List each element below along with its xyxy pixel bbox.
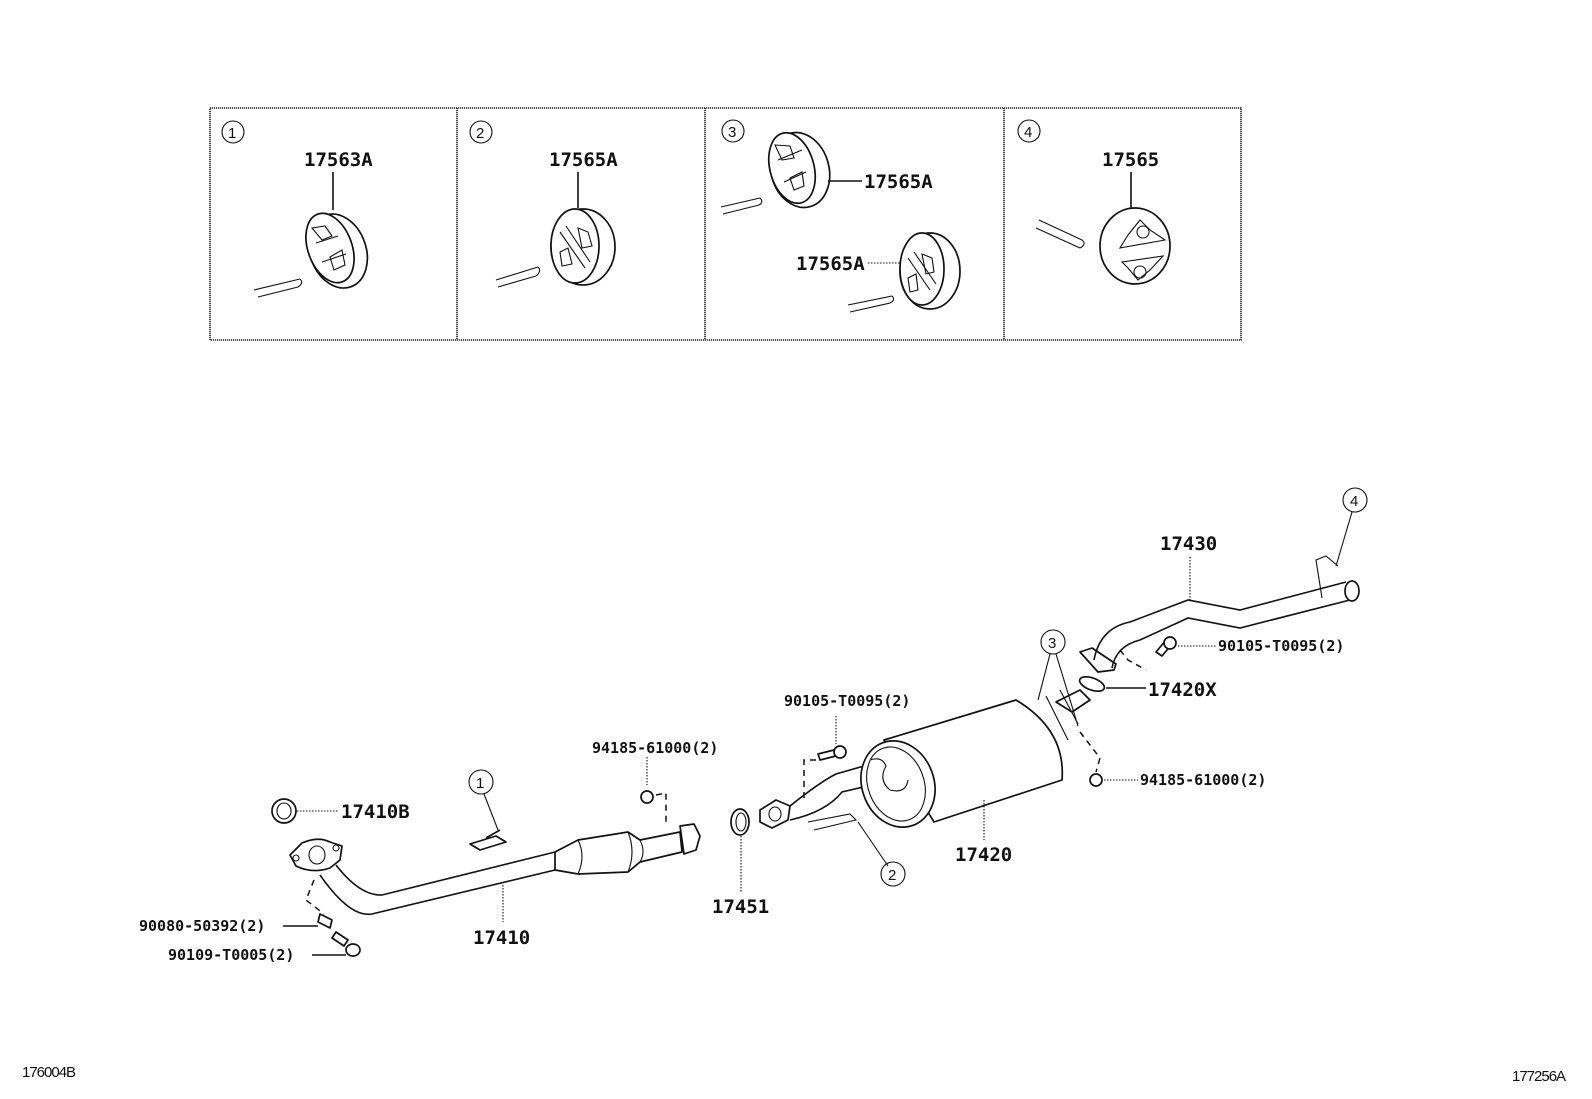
assembly-guide <box>305 879 325 915</box>
callout-number: 2 <box>476 125 484 142</box>
label-front-bolt[interactable]: 90109-T0005(2) <box>168 946 294 964</box>
diagram-code-right: 177256A <box>1512 1068 1566 1085</box>
assembly-guide <box>1079 731 1101 773</box>
leader-line <box>857 821 889 867</box>
stud-bolt-icon <box>317 913 333 929</box>
callout-number: 2 <box>888 867 896 884</box>
label-muffler[interactable]: 17420 <box>955 844 1012 866</box>
front-pipe-assembly <box>289 823 701 916</box>
leader-line <box>483 793 499 831</box>
bolt-icon <box>817 745 847 761</box>
part-label[interactable]: 17565A <box>864 171 933 193</box>
callout-number: 3 <box>728 124 736 141</box>
front-gasket <box>271 798 297 824</box>
detail-panel-3: 3 17565A 17565A <box>720 119 961 313</box>
leader-line <box>1055 653 1079 727</box>
detail-panels-frame <box>209 107 1242 341</box>
center-gasket <box>730 808 750 836</box>
rubber-hanger-icon <box>847 232 961 313</box>
tail-pipe-flange <box>1079 647 1117 673</box>
label-front-gasket[interactable]: 17410B <box>341 801 410 823</box>
callout-circle <box>221 120 245 144</box>
assembly-guide <box>655 792 667 826</box>
callout-circle-3[interactable] <box>1040 629 1066 655</box>
label-bolt-tail[interactable]: 90105-T0095(2) <box>1218 637 1344 655</box>
detail-panel-1: 1 17563A <box>221 120 373 298</box>
rubber-hanger-icon <box>253 212 369 298</box>
bolt-icon <box>1155 636 1177 657</box>
tail-pipe-assembly <box>1079 555 1360 673</box>
detail-panel-2: 2 17565A <box>469 120 618 288</box>
label-center-gasket[interactable]: 17451 <box>712 896 769 918</box>
detail-panel-4: 4 17565 <box>1017 119 1171 285</box>
label-nut-front[interactable]: 94185-61000(2) <box>592 739 718 757</box>
callout-number: 3 <box>1048 635 1056 652</box>
label-bolt-center[interactable]: 90105-T0095(2) <box>784 692 910 710</box>
part-label[interactable]: 17565A <box>549 149 618 171</box>
callout-number: 1 <box>228 125 236 142</box>
part-label[interactable]: 17563A <box>304 149 373 171</box>
muffler-inlet-flange <box>759 799 791 829</box>
callout-circle-1[interactable] <box>468 769 494 795</box>
bolt-icon <box>331 931 361 957</box>
hanger-bracket <box>469 829 507 851</box>
rubber-hanger-icon <box>495 208 616 288</box>
hanger-bracket <box>807 813 858 831</box>
callout-number: 4 <box>1350 493 1358 510</box>
rubber-hanger-icon <box>720 131 831 215</box>
tail-gasket <box>1078 675 1106 693</box>
leader-line <box>1335 511 1353 567</box>
label-tail-gasket[interactable]: 17420X <box>1148 679 1217 701</box>
callout-circle-2[interactable] <box>880 861 906 887</box>
catalytic-converter <box>554 831 683 875</box>
label-stud-bolt[interactable]: 90080-50392(2) <box>139 917 265 935</box>
label-tail-pipe[interactable]: 17430 <box>1160 533 1217 555</box>
part-label[interactable]: 17565 <box>1102 149 1159 171</box>
assembly-guide <box>803 759 816 802</box>
detail-panels <box>209 107 1242 341</box>
callout-circle <box>1017 119 1041 143</box>
nut-icon <box>1089 773 1103 787</box>
front-flange <box>289 838 343 872</box>
callout-circle <box>469 120 493 144</box>
nut-icon <box>640 790 654 804</box>
muffler-assembly <box>759 689 1091 831</box>
assembly-guide <box>1119 649 1147 671</box>
label-nut-tail[interactable]: 94185-61000(2) <box>1140 771 1266 789</box>
callout-circle-4[interactable] <box>1342 487 1368 513</box>
callout-number: 1 <box>476 775 484 792</box>
callout-number: 4 <box>1024 124 1032 141</box>
part-label[interactable]: 17565A <box>796 253 865 275</box>
label-front-pipe[interactable]: 17410 <box>473 927 530 949</box>
diagram-code-left: 176004B <box>22 1064 76 1081</box>
muffler-outlet-flange <box>1055 689 1091 713</box>
callout-circle <box>721 119 745 143</box>
rubber-hanger-icon <box>1035 207 1171 285</box>
hanger-rod <box>1315 555 1339 599</box>
rear-flange <box>679 823 701 855</box>
leader-line <box>1037 653 1051 701</box>
